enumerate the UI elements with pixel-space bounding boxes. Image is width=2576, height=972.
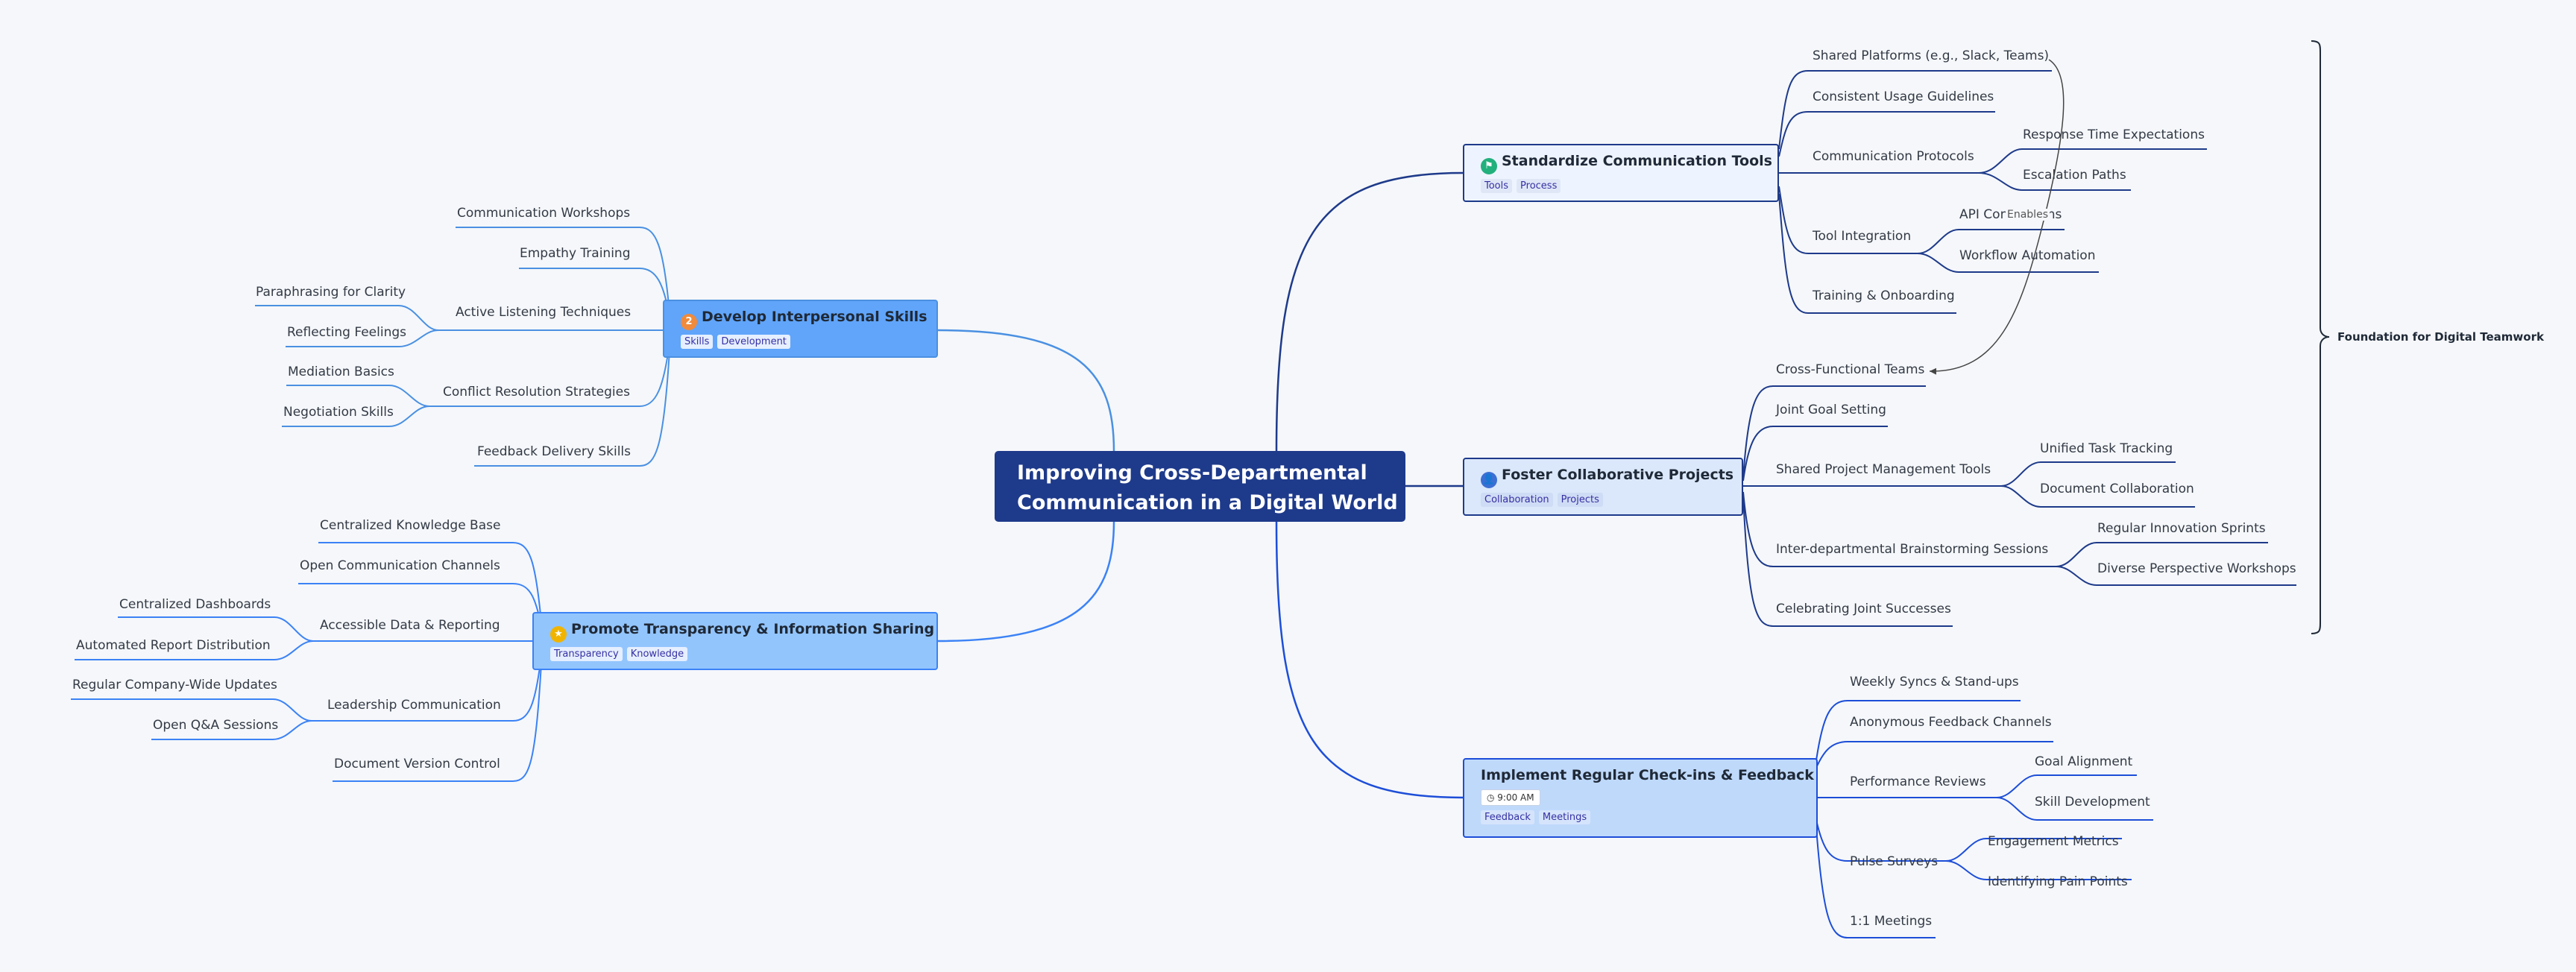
star-icon: ★ [550, 626, 567, 643]
branch-title: Implement Regular Check-ins & Feedback [1481, 767, 1814, 783]
leaf-topic[interactable]: Escalation Paths [2023, 168, 2126, 183]
tag-meetings[interactable]: Meetings [1538, 810, 1591, 824]
projects-connectors [1742, 385, 2296, 627]
leaf-topic[interactable]: Joint Goal Setting [1776, 403, 1886, 417]
link-central-tools [1275, 171, 1464, 452]
leaf-topic[interactable]: Workflow Automation [1959, 248, 2096, 263]
leaf-topic[interactable]: Performance Reviews [1850, 774, 1986, 789]
clock-icon: ◷ [1487, 792, 1498, 803]
leaf-topic[interactable]: Active Listening Techniques [456, 305, 632, 320]
tag-feedback[interactable]: Feedback [1481, 810, 1534, 824]
tag-tools[interactable]: Tools [1481, 179, 1513, 193]
link-central-interpersonal [937, 329, 1115, 452]
flag-icon: ⚑ [1481, 158, 1497, 174]
leaf-topic[interactable]: Open Q&A Sessions [153, 718, 279, 733]
leaf-topic[interactable]: Open Communication Channels [300, 558, 500, 573]
branch-title: Develop Interpersonal Skills [702, 309, 928, 325]
branch-title: Standardize Communication Tools [1502, 153, 1772, 169]
leaf-topic[interactable]: Paraphrasing for Clarity [256, 285, 406, 300]
transparency-connectors [71, 542, 542, 782]
leaf-topic[interactable]: Document Collaboration [2040, 482, 2194, 496]
tag-projects[interactable]: Projects [1557, 493, 1603, 507]
leaf-topic[interactable]: Anonymous Feedback Channels [1850, 715, 2052, 730]
leaf-topic[interactable]: Training & Onboarding [1813, 288, 1955, 303]
leaf-topic[interactable]: Shared Platforms (e.g., Slack, Teams) [1813, 48, 2050, 63]
leaf-topic[interactable]: Tool Integration [1813, 229, 1912, 244]
leaf-topic[interactable]: Centralized Dashboards [119, 597, 271, 612]
leaf-topic[interactable]: Accessible Data & Reporting [320, 618, 500, 633]
tag-development[interactable]: Development [717, 335, 790, 349]
central-title-line1: Improving Cross-Departmental [1017, 461, 1367, 485]
relationship-label[interactable]: Enables [2006, 209, 2050, 221]
leaf-topic[interactable]: Regular Innovation Sprints [2097, 521, 2266, 536]
tag-collaboration[interactable]: Collaboration [1481, 493, 1553, 507]
leaf-topic[interactable]: Pulse Surveys [1850, 854, 1939, 869]
leaf-topic[interactable]: Communication Workshops [457, 206, 631, 221]
branch-checkins-feedback[interactable]: Implement Regular Check-ins & Feedback ◷… [1463, 758, 1818, 838]
summary-bracket [2311, 40, 2330, 634]
leaf-topic[interactable]: 1:1 Meetings [1850, 914, 1933, 929]
scheduled-time: 9:00 AM [1497, 792, 1534, 803]
central-topic[interactable]: Improving Cross-Departmental Communicati… [995, 451, 1405, 522]
branch-interpersonal-skills[interactable]: 2 Develop Interpersonal Skills Skills Dev… [663, 300, 938, 358]
branch-title: Promote Transparency & Information Shari… [571, 621, 935, 637]
leaf-topic[interactable]: Goal Alignment [2035, 754, 2133, 769]
central-title-line2: Communication in a Digital World [1017, 491, 1398, 514]
leaf-topic[interactable]: Mediation Basics [288, 364, 394, 379]
leaf-topic[interactable]: Inter-departmental Brainstorming Session… [1776, 542, 2049, 557]
relationship-arrow [1929, 59, 2065, 375]
tag-skills[interactable]: Skills [681, 335, 714, 349]
branch-title: Foster Collaborative Projects [1502, 467, 1734, 483]
leaf-topic[interactable]: Centralized Knowledge Base [320, 518, 501, 533]
leaf-topic[interactable]: Feedback Delivery Skills [477, 444, 631, 459]
leaf-topic[interactable]: Identifying Pain Points [1988, 874, 2128, 889]
person-icon: 👤 [1481, 472, 1497, 488]
leaf-topic[interactable]: Conflict Resolution Strategies [443, 385, 630, 400]
branch-standardize-tools[interactable]: ⚑ Standardize Communication Tools Tools P… [1463, 144, 1779, 202]
tools-connectors [1778, 70, 2207, 314]
leaf-topic[interactable]: Engagement Metrics [1988, 834, 2119, 849]
tag-transparency[interactable]: Transparency [550, 647, 623, 661]
leaf-topic[interactable]: Communication Protocols [1813, 149, 1974, 164]
leaf-topic[interactable]: Unified Task Tracking [2040, 441, 2173, 456]
tag-knowledge[interactable]: Knowledge [626, 647, 688, 661]
branch-foster-projects[interactable]: 👤 Foster Collaborative Projects Collabora… [1463, 458, 1743, 516]
branch-transparency[interactable]: ★Promote Transparency & Information Shar… [532, 612, 938, 670]
leaf-topic[interactable]: Document Version Control [334, 757, 500, 771]
leaf-topic[interactable]: Negotiation Skills [283, 405, 394, 420]
leaf-topic[interactable]: Celebrating Joint Successes [1776, 602, 1951, 616]
checkins-connectors [1816, 700, 2153, 938]
leaf-topic[interactable]: Reflecting Feelings [287, 325, 407, 340]
leaf-topic[interactable]: Weekly Syncs & Stand-ups [1850, 675, 2019, 689]
leaf-topic[interactable]: Cross-Functional Teams [1776, 362, 1925, 377]
leaf-topic[interactable]: Response Time Expectations [2023, 127, 2205, 142]
summary-label[interactable]: Foundation for Digital Teamwork [2337, 330, 2544, 344]
leaf-topic[interactable]: Shared Project Management Tools [1776, 462, 1991, 477]
number-badge-icon: 2 [681, 314, 697, 330]
link-central-checkins [1275, 521, 1464, 799]
leaf-topic[interactable]: Regular Company-Wide Updates [72, 678, 277, 692]
leaf-topic[interactable]: Automated Report Distribution [76, 638, 271, 653]
leaf-topic[interactable]: Diverse Perspective Workshops [2097, 561, 2296, 576]
leaf-topic[interactable]: Leadership Communication [327, 698, 501, 713]
interpersonal-connectors [255, 227, 670, 467]
tag-process[interactable]: Process [1517, 179, 1561, 193]
leaf-topic[interactable]: Skill Development [2035, 795, 2150, 810]
link-central-transparency [937, 521, 1115, 643]
leaf-topic[interactable]: Consistent Usage Guidelines [1813, 89, 1994, 104]
leaf-topic[interactable]: Empathy Training [520, 246, 631, 261]
